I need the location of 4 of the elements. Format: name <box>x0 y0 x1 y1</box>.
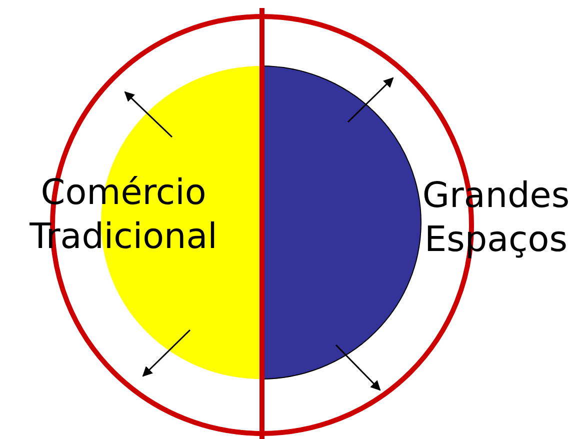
arrow <box>347 77 394 123</box>
arrow <box>124 91 173 138</box>
arrow <box>335 344 381 391</box>
arrow <box>142 329 191 377</box>
